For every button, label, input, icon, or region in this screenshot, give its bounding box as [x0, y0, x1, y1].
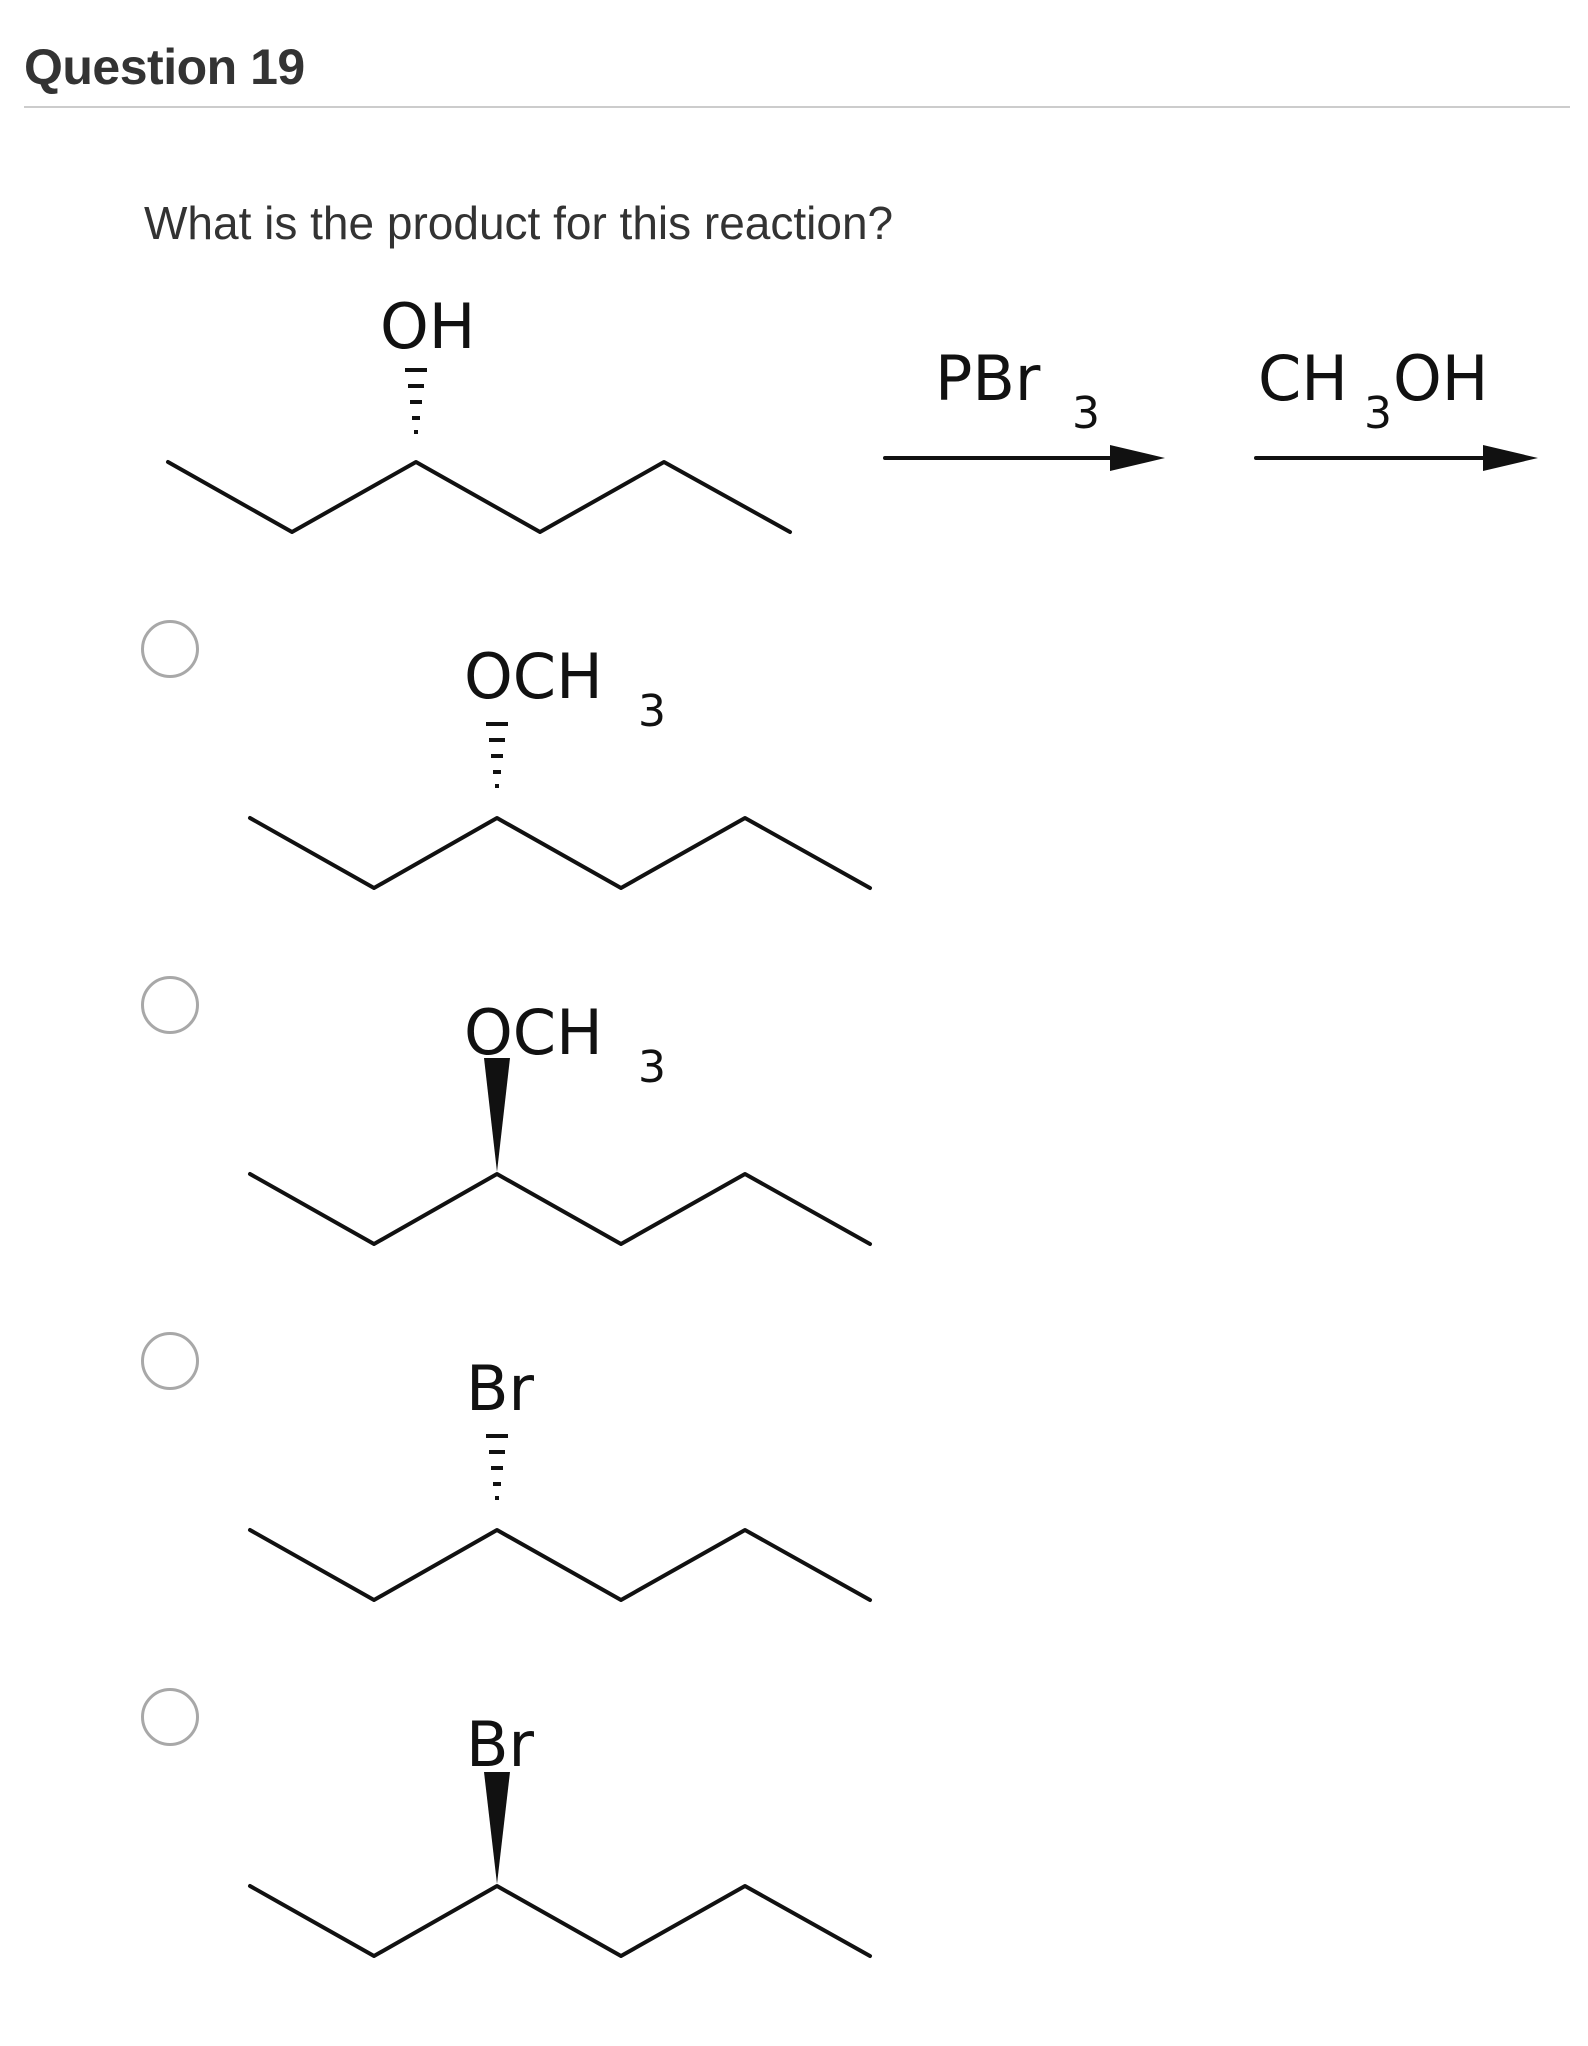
question-title: Question 19: [24, 39, 305, 95]
reagent1-label: PBr: [935, 342, 1041, 415]
option-1-subscript: 3: [638, 686, 666, 737]
reactant-oh-label: OH: [380, 290, 475, 363]
option-3-structure: Br: [248, 1352, 872, 1602]
reaction-arrow-1: [883, 445, 1165, 471]
option-1-hashed-bond: [486, 722, 508, 788]
question-prompt: What is the product for this reaction?: [144, 197, 894, 249]
option-4-radio[interactable]: [141, 1688, 199, 1746]
option-4-label: Br: [466, 1708, 535, 1781]
option-1-structure: OCH 3: [248, 640, 872, 890]
option-2-radio[interactable]: [141, 976, 199, 1034]
reactant-hashed-bond: [405, 368, 427, 434]
option-1-skeleton: [248, 816, 872, 890]
option-1-radio[interactable]: [141, 620, 199, 678]
option-3-radio[interactable]: [141, 1332, 199, 1390]
option-2-subscript: 3: [638, 1042, 666, 1093]
reagent1-subscript: 3: [1072, 388, 1100, 439]
option-3-hashed-bond: [486, 1434, 508, 1500]
option-4-wedge-bond: [484, 1772, 510, 1884]
option-2-skeleton: [248, 1172, 872, 1246]
reaction-arrow-2: [1254, 445, 1538, 471]
reagent2-label-ch: CH: [1258, 342, 1348, 415]
reaction-scheme: OH PBr 3 CH 3 OH: [166, 290, 1538, 534]
option-1-label: OCH: [464, 640, 603, 713]
option-2-label: OCH: [464, 996, 603, 1069]
reagent2-subscript: 3: [1364, 388, 1392, 439]
option-2-structure: OCH 3: [248, 996, 872, 1246]
option-3-label: Br: [466, 1352, 535, 1425]
reagent2-label-oh: OH: [1393, 342, 1488, 415]
option-3-skeleton: [248, 1528, 872, 1602]
option-2-wedge-bond: [484, 1058, 510, 1172]
reactant-skeleton: [166, 460, 792, 534]
option-4-skeleton: [248, 1884, 872, 1958]
option-4-structure: Br: [248, 1708, 872, 1958]
header-divider: [24, 106, 1570, 108]
